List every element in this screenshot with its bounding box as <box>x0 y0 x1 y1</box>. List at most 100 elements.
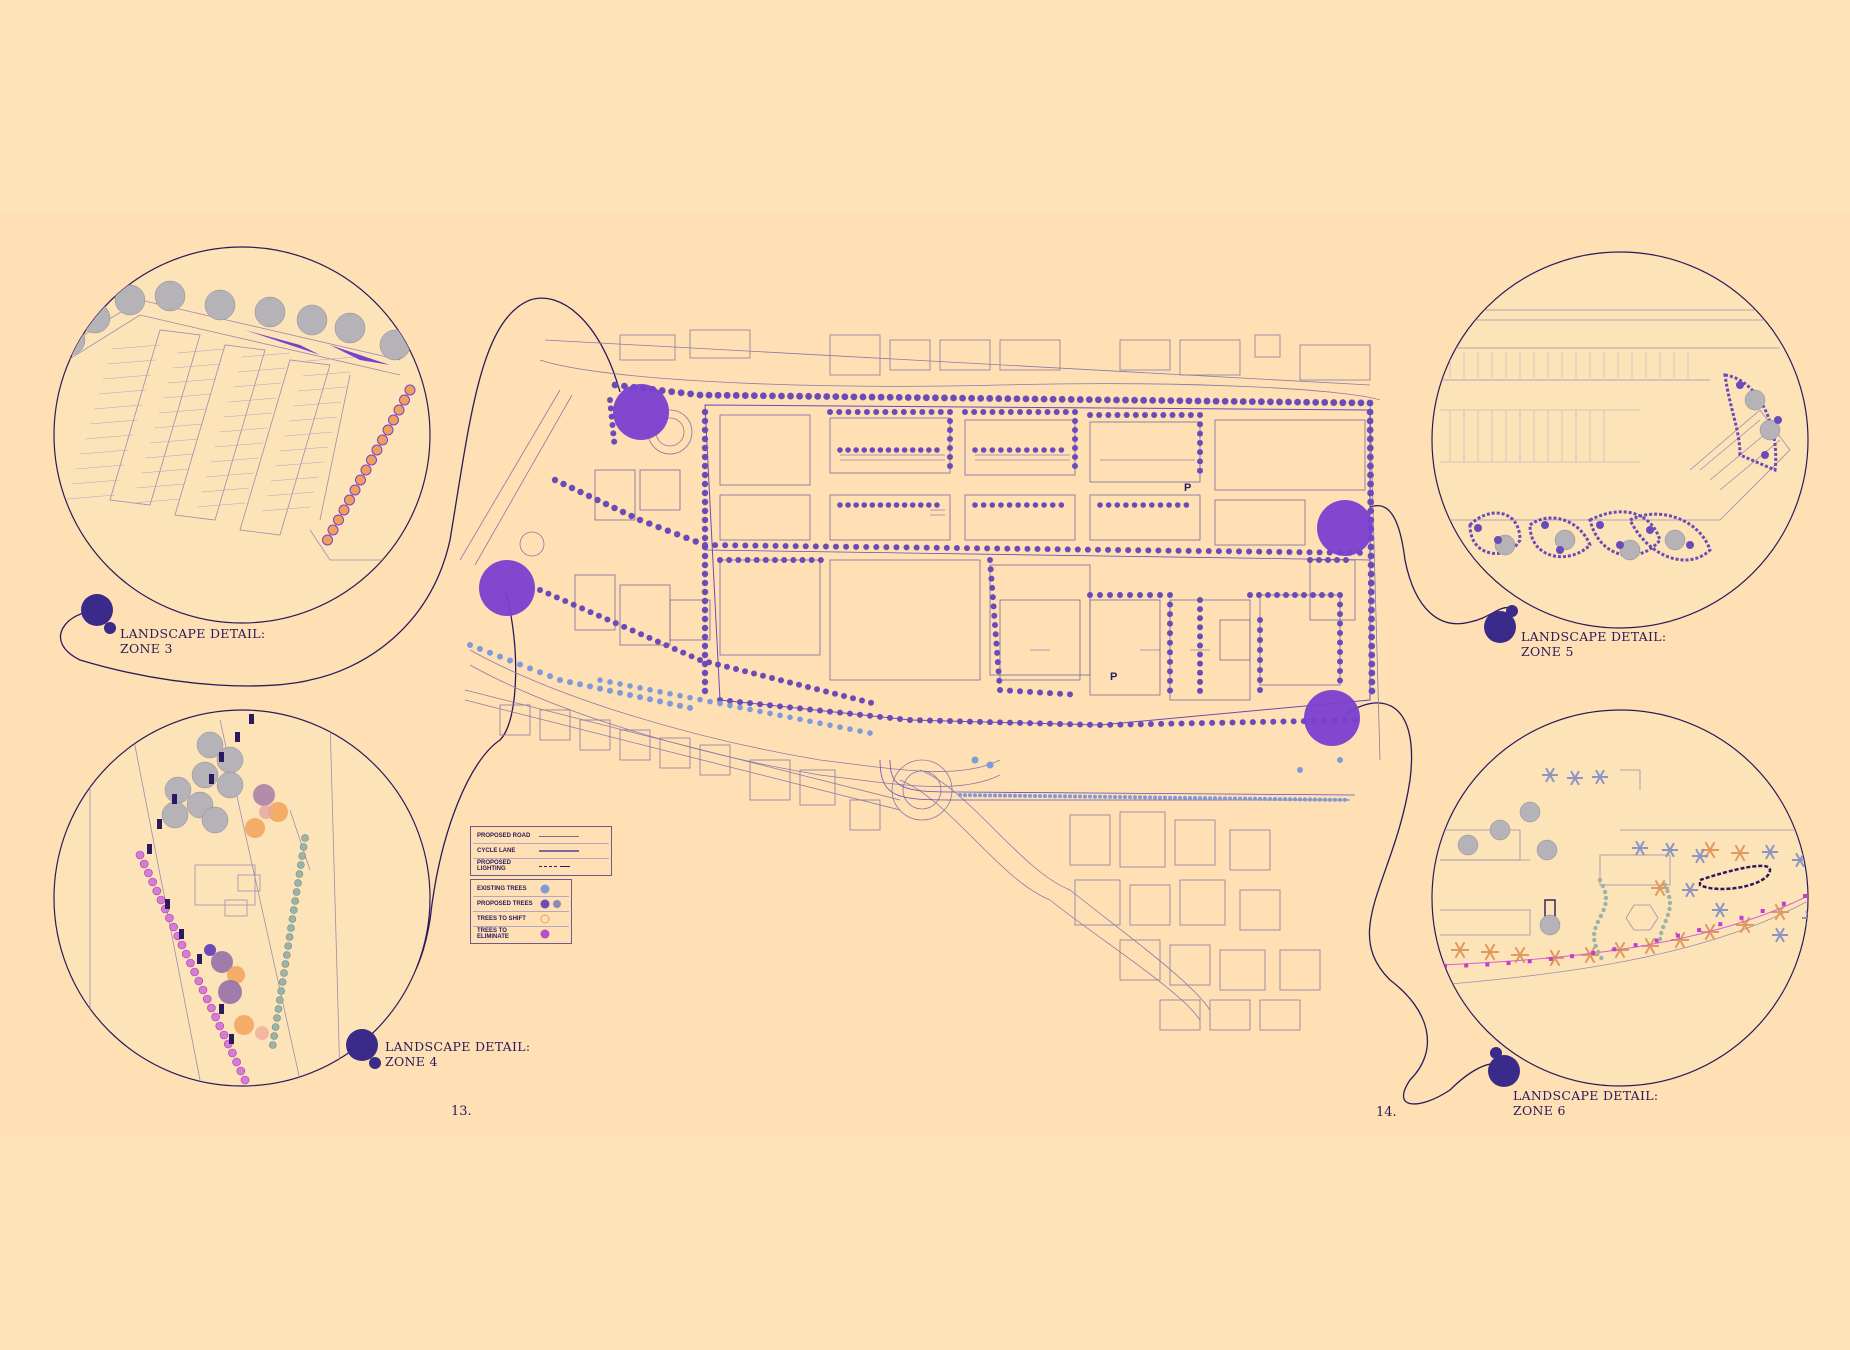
tree-marker <box>1087 412 1093 418</box>
existing-tree-canopy <box>54 324 86 356</box>
existing-tree <box>1657 936 1663 942</box>
tree-marker <box>989 594 996 601</box>
tree-marker <box>537 587 543 593</box>
tree-marker <box>1185 397 1193 405</box>
zone5-detail <box>1431 251 1809 629</box>
tree-marker <box>1247 592 1253 598</box>
tree-marker <box>1337 658 1343 665</box>
tree-marker <box>869 502 876 508</box>
tree-marker <box>1017 688 1023 695</box>
tree-marker <box>971 409 978 415</box>
tree-marker <box>727 702 733 709</box>
zone-highlights <box>479 384 1373 746</box>
tree-marker <box>972 502 978 508</box>
tree-to-eliminate <box>232 1057 241 1067</box>
tree-marker <box>664 527 672 534</box>
proposed-tree <box>1616 541 1624 549</box>
tree-marker <box>972 447 978 453</box>
tree-marker <box>1149 397 1157 404</box>
tree-marker <box>701 651 709 659</box>
existing-tree <box>1596 949 1601 955</box>
tree-marker <box>1219 719 1226 726</box>
tree-marker <box>1294 398 1301 406</box>
tree-marker <box>1193 796 1197 801</box>
tree-marker <box>1076 396 1084 403</box>
existing-tree <box>1659 930 1664 936</box>
tree-marker <box>1058 502 1065 508</box>
tree-marker <box>1067 691 1073 698</box>
proposed-tree <box>1736 381 1744 389</box>
tree-marker <box>577 681 583 688</box>
tree-marker <box>1127 592 1133 598</box>
tree-marker <box>1158 397 1166 404</box>
lighting-marker <box>1527 959 1532 964</box>
page-number-left: 13. <box>451 1104 472 1119</box>
proposed-tree <box>393 404 405 416</box>
existing-tree-canopy <box>1489 819 1511 841</box>
tree-marker <box>1197 642 1203 649</box>
tree-marker <box>1368 651 1376 659</box>
tree-marker <box>742 668 748 675</box>
lighting-marker <box>1464 963 1469 968</box>
tree-marker <box>989 584 996 591</box>
tree-marker <box>1137 592 1143 598</box>
tree-marker <box>1013 793 1017 798</box>
tree-marker <box>617 689 623 696</box>
tree-marker <box>917 502 924 508</box>
tree-marker <box>701 633 709 641</box>
tree-marker <box>1368 615 1375 623</box>
tree-marker <box>1301 592 1307 598</box>
tree-marker <box>760 672 766 679</box>
tree-marker <box>707 698 713 705</box>
tree-marker <box>1140 502 1146 508</box>
tree-marker <box>1293 797 1297 802</box>
zone4-marker-small <box>369 1057 381 1069</box>
tree-marker <box>817 720 823 727</box>
tree-marker <box>724 663 730 670</box>
tree-marker <box>1007 719 1013 726</box>
tree-marker <box>557 677 563 683</box>
tree-marker <box>778 392 785 400</box>
tree-marker <box>1258 796 1262 801</box>
tree-marker <box>807 706 813 713</box>
tree-marker <box>1368 660 1376 668</box>
tree-marker <box>992 622 998 628</box>
existing-tree <box>1600 883 1606 889</box>
zone3-label: LANDSCAPE DETAIL: ZONE 3 <box>120 626 266 656</box>
tree-marker <box>701 606 709 614</box>
tree-marker <box>1032 502 1039 508</box>
tree-marker <box>737 704 743 711</box>
tree-marker <box>1097 592 1103 598</box>
tree-marker <box>926 502 932 508</box>
tree-marker <box>1188 795 1192 800</box>
tree-marker <box>701 552 709 560</box>
tree-marker <box>621 623 628 630</box>
tree-marker <box>1197 687 1203 694</box>
proposed-tree <box>366 454 377 466</box>
existing-tree <box>1592 937 1597 943</box>
tree-marker <box>1310 592 1316 598</box>
tree-marker <box>1187 412 1194 418</box>
tree-marker <box>737 699 743 706</box>
zone6-highlight <box>1304 690 1360 746</box>
tree-marker <box>1328 797 1332 802</box>
zone4-detail <box>53 709 431 1087</box>
tree-marker <box>1173 795 1177 800</box>
tree-marker <box>762 557 769 563</box>
tree-marker <box>1143 795 1147 800</box>
tree-marker <box>1174 502 1181 508</box>
tree-marker <box>807 718 813 725</box>
tree-marker <box>787 714 793 721</box>
tree-marker <box>877 713 883 720</box>
tree-marker <box>608 413 615 420</box>
tree-marker <box>1098 794 1102 799</box>
tree-marker <box>701 570 709 578</box>
planting-island <box>1528 516 1592 559</box>
tree-marker <box>1122 396 1129 404</box>
tree-marker <box>941 394 948 402</box>
tree-marker <box>696 391 704 399</box>
tree-marker <box>1072 409 1078 415</box>
tree-marker <box>1148 795 1152 800</box>
tree-marker <box>1006 447 1013 453</box>
tree-marker <box>1248 398 1256 405</box>
